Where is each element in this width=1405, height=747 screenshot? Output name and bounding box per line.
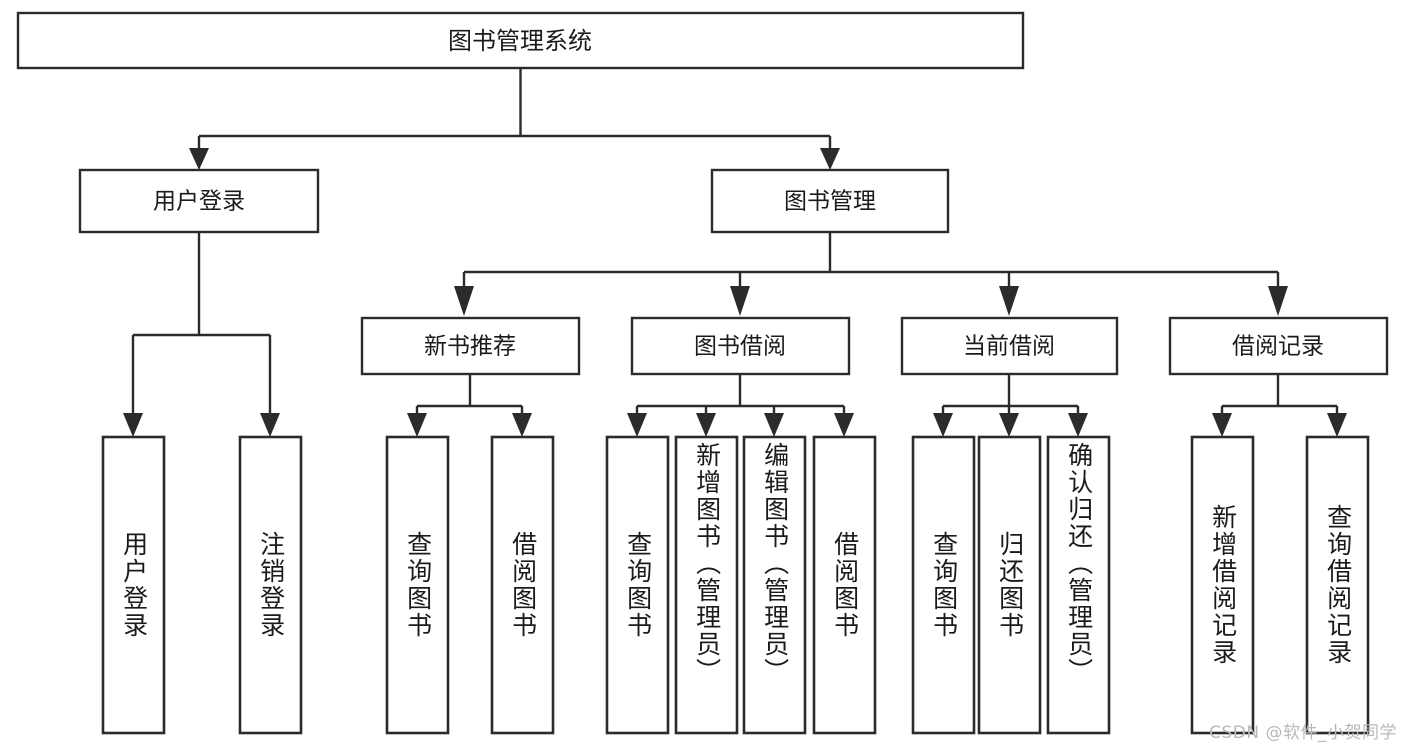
node-new-book-recommend-box[interactable] bbox=[360, 316, 581, 376]
arrow-head-bb-leaf-2 bbox=[696, 413, 716, 437]
node-root-box[interactable] bbox=[16, 11, 1025, 70]
leaf-box-nb-query-book[interactable] bbox=[385, 435, 450, 735]
node-book-borrow-box[interactable] bbox=[630, 316, 851, 376]
leaf-box-bb-add-book[interactable] bbox=[674, 435, 739, 735]
arrow-head-new-book bbox=[454, 286, 474, 316]
arrow-head-bb-leaf-1 bbox=[627, 413, 647, 437]
arrow-head-book-borrow bbox=[730, 286, 750, 316]
node-current-borrow[interactable]: 当前借阅 bbox=[900, 316, 1119, 376]
node-current-borrow-label: 当前借阅 bbox=[963, 334, 1055, 360]
node-user-login-box[interactable] bbox=[78, 168, 320, 234]
node-book-borrow-label: 图书借阅 bbox=[694, 334, 786, 360]
node-book-manage-label: 图书管理 bbox=[784, 189, 876, 215]
node-root-label: 图书管理系统 bbox=[448, 27, 592, 55]
leaf-box-cb-confirm-return[interactable] bbox=[1046, 435, 1111, 735]
node-borrow-records-label: 借阅记录 bbox=[1232, 334, 1324, 360]
arrow-head-user-login bbox=[189, 148, 209, 170]
arrow-head-leaf-logout bbox=[260, 413, 280, 437]
node-user-login-label: 用户登录 bbox=[153, 189, 245, 215]
node-borrow-records-box[interactable] bbox=[1168, 316, 1389, 376]
leaf-box-bb-query-book[interactable] bbox=[605, 435, 670, 735]
leaf-box-group bbox=[101, 435, 1370, 735]
node-user-login[interactable]: 用户登录 bbox=[78, 168, 320, 234]
node-book-manage-box[interactable] bbox=[710, 168, 950, 234]
arrow-head-borrow-records bbox=[1268, 286, 1288, 316]
leaf-box-nb-borrow-book[interactable] bbox=[490, 435, 555, 735]
leaf-box-cb-query-book[interactable] bbox=[911, 435, 976, 735]
arrow-head-nb-leaf-1 bbox=[407, 413, 427, 437]
watermark: CSDN @软件_小贺同学 bbox=[1209, 723, 1397, 743]
leaf-box-logout[interactable] bbox=[238, 435, 303, 735]
leaf-box-bb-edit-book[interactable] bbox=[742, 435, 807, 735]
arrow-head-br-leaf-2 bbox=[1327, 413, 1347, 437]
leaf-box-user-login[interactable] bbox=[101, 435, 166, 735]
arrow-head-cb-leaf-3 bbox=[1068, 413, 1088, 437]
arrow-head-bb-leaf-3 bbox=[764, 413, 784, 437]
leaf-box-bb-borrow-book[interactable] bbox=[812, 435, 877, 735]
arrow-head-book-manage bbox=[820, 148, 840, 170]
arrow-head-leaf-user-login bbox=[123, 413, 143, 437]
leaf-box-br-query-record[interactable] bbox=[1305, 435, 1370, 735]
arrow-head-current-borrow bbox=[999, 286, 1019, 316]
node-new-book-recommend[interactable]: 新书推荐 bbox=[360, 316, 581, 376]
arrow-head-br-leaf-1 bbox=[1212, 413, 1232, 437]
arrow-head-bb-leaf-4 bbox=[834, 413, 854, 437]
arrow-head-nb-leaf-2 bbox=[512, 413, 532, 437]
arrow-head-cb-leaf-1 bbox=[933, 413, 953, 437]
leaf-box-br-add-record[interactable] bbox=[1190, 435, 1255, 735]
node-book-manage[interactable]: 图书管理 bbox=[710, 168, 950, 234]
node-book-borrow[interactable]: 图书借阅 bbox=[630, 316, 851, 376]
arrow-head-cb-leaf-2 bbox=[999, 413, 1019, 437]
node-new-book-recommend-label: 新书推荐 bbox=[424, 334, 516, 360]
node-root[interactable]: 图书管理系统 bbox=[16, 11, 1025, 70]
leaf-box-cb-return-book[interactable] bbox=[977, 435, 1042, 735]
node-borrow-records[interactable]: 借阅记录 bbox=[1168, 316, 1389, 376]
connector-layer bbox=[123, 68, 1347, 437]
node-current-borrow-box[interactable] bbox=[900, 316, 1119, 376]
